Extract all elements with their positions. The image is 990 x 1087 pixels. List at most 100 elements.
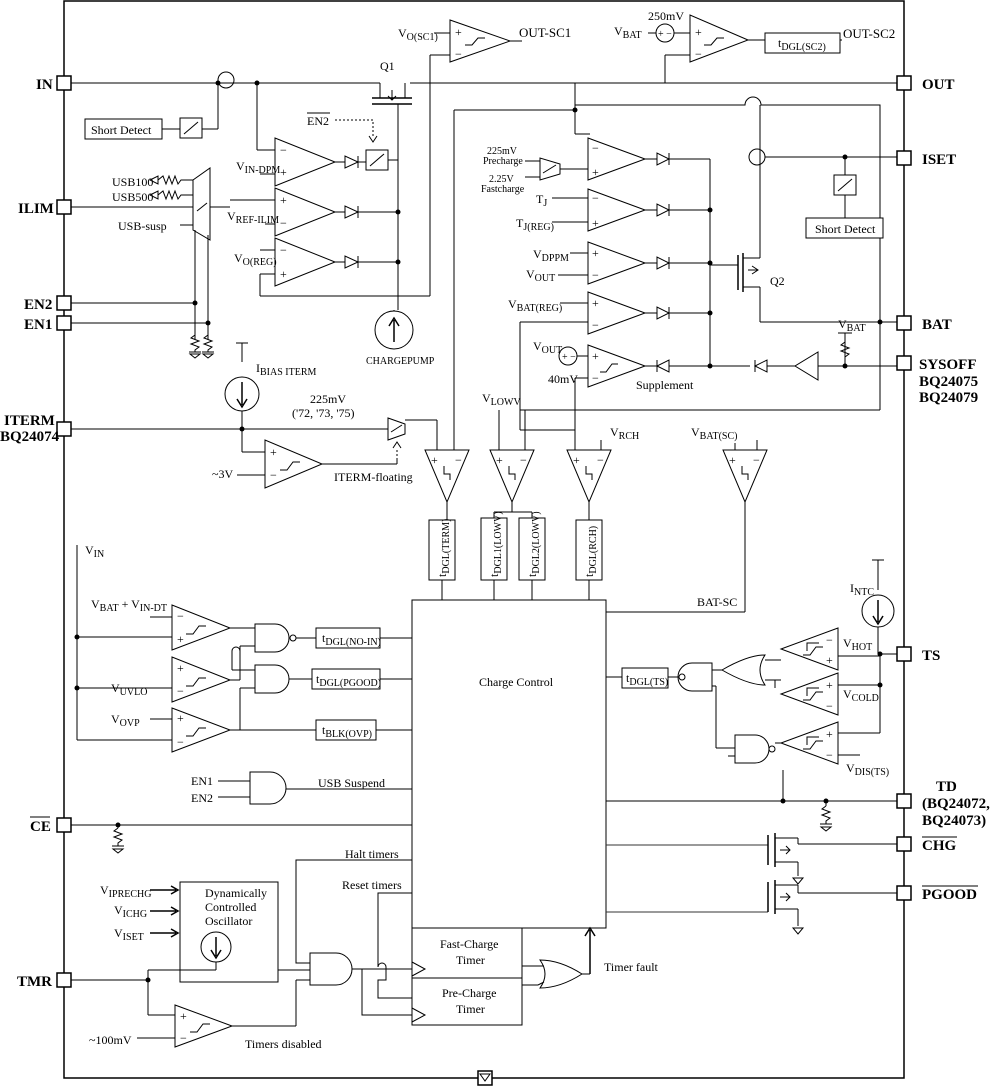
pin-out: OUT xyxy=(896,75,955,93)
amp-supplement: + − VOUT + − 40mV Supplement xyxy=(533,339,750,430)
iterm-floating-label: ITERM-floating xyxy=(334,470,413,484)
svg-text:−: − xyxy=(592,141,599,155)
pin-in: IN xyxy=(36,75,72,93)
short-detect-box-2 xyxy=(805,217,884,239)
vout2-label: VOUT xyxy=(533,339,562,356)
pin-td-part2: BQ24073) xyxy=(922,813,986,829)
oscillator: Dynamically Controlled Oscillator xyxy=(148,881,279,983)
svg-text:−: − xyxy=(520,453,527,467)
chargepump-label: CHARGEPUMP xyxy=(366,356,435,367)
vovp-label: VOVP xyxy=(111,712,140,729)
v100-label: ~100mV xyxy=(89,1033,132,1047)
tdgl-sc2-box xyxy=(764,32,841,54)
and-timer-gate xyxy=(278,952,412,1016)
svg-text:+: + xyxy=(177,711,184,725)
svg-text:−: − xyxy=(826,633,833,647)
svg-text:−: − xyxy=(592,318,599,332)
vbat-top-label: VBAT xyxy=(614,24,642,41)
td-pulldown xyxy=(819,801,833,832)
precharge-225-label: 225mV xyxy=(487,146,518,157)
vrch-label: VRCH xyxy=(610,425,639,442)
pin-chg-label: CHG xyxy=(922,838,957,854)
usb-suspend-label: USB Suspend xyxy=(318,776,385,790)
tdgl1-lowv-box xyxy=(480,517,508,581)
and-dis-ts xyxy=(728,734,781,764)
pin-in-label: IN xyxy=(36,77,53,93)
svg-text:−: − xyxy=(592,191,599,205)
or-timer-fault: Timer fault xyxy=(522,926,659,989)
vuvlo-label: VUVLO xyxy=(111,681,147,698)
vo-reg-label: VO(REG) xyxy=(234,251,277,268)
svg-text:+: + xyxy=(280,193,287,207)
comparator-ovp: + − VOVP xyxy=(111,707,232,753)
svg-text:+: + xyxy=(826,653,833,667)
comparator-bat-sc: + − VBAT(SC) BAT-SC xyxy=(606,425,768,613)
svg-text:+: + xyxy=(592,246,599,260)
tdgl-term-box xyxy=(428,519,456,581)
pin-en1-label: EN1 xyxy=(24,317,52,333)
precharge-word-label: Precharge xyxy=(483,156,523,167)
svg-text:+: + xyxy=(826,727,833,741)
svg-text:+: + xyxy=(177,632,184,646)
fet-pgood xyxy=(606,880,897,935)
pin-iterm-label: ITERM xyxy=(4,413,55,429)
current-sense-iset xyxy=(748,148,766,166)
pin-chg: CHG xyxy=(896,836,957,854)
svg-text:+ −: + − xyxy=(562,352,576,363)
out-sc1-label: OUT-SC1 xyxy=(519,25,571,40)
short-detect-label-1: Short Detect xyxy=(91,123,152,137)
svg-text:−: − xyxy=(280,243,287,257)
vdis-label: VDIS(TS) xyxy=(846,761,889,778)
svg-text:−: − xyxy=(753,453,760,467)
pin-iterm-part: BQ24074 xyxy=(0,429,60,445)
comparator-out-sc2: VBAT 250mV + − + − tDGL(SC2) OUT-SC2 xyxy=(614,9,895,83)
svg-text:+: + xyxy=(496,453,503,467)
comparator-iterm-floating: + − ~3V ITERM-floating xyxy=(212,429,413,489)
svg-text:−: − xyxy=(455,453,462,467)
reset-timers-label: Reset timers xyxy=(342,878,402,892)
bat-sc-label: BAT-SC xyxy=(697,595,737,609)
amp-vref-ilim: + − VREF-ILIM xyxy=(227,187,401,237)
comparator-uvlo: + − VUVLO xyxy=(111,656,232,703)
viprechg-label: VIPRECHG xyxy=(100,883,151,900)
pin-out-label: OUT xyxy=(922,77,955,93)
pin-sysoff-part2: BQ24079 xyxy=(919,390,978,406)
comparator-timers-disabled: + − ~100mV Timers disabled xyxy=(89,979,322,1051)
tdgl-term-label: tDGL(TERM) xyxy=(435,519,452,577)
svg-text:+: + xyxy=(592,165,599,179)
pin-iset-label: ISET xyxy=(922,152,956,168)
svg-text:−: − xyxy=(695,47,702,61)
pre-charge-timer: Pre-Charge Timer xyxy=(411,977,523,1026)
pin-ce: CE xyxy=(30,816,72,835)
svg-text:+: + xyxy=(729,453,736,467)
pin-ts: TS xyxy=(896,646,940,664)
tdgl-pgood-label: tDGL(PGOOD) xyxy=(316,672,381,689)
amp-tj: − + TJ TJ(REG) xyxy=(516,188,713,233)
comparator-out-sc1: + − VO(SC1) OUT-SC1 xyxy=(398,19,571,83)
supplement-label: Supplement xyxy=(636,378,694,392)
vin-label: VIN xyxy=(85,543,104,560)
precharge-fastcharge-mux: 225mV Precharge 2.25V Fastcharge xyxy=(481,146,590,195)
pin-ilim-label: ILIM xyxy=(18,201,54,217)
vlowv-label: VLOWV xyxy=(482,391,521,408)
q1-label: Q1 xyxy=(380,59,395,73)
mv250-label: 250mV xyxy=(648,9,684,23)
pin-iset: ISET xyxy=(896,150,956,168)
comparator-rch: + − VRCH tDGL(RCH) xyxy=(566,425,639,600)
svg-text:+: + xyxy=(270,445,277,459)
pin-td-label: TD xyxy=(936,779,957,795)
ce-pulldown xyxy=(111,825,125,854)
pin-tmr: TMR xyxy=(17,972,72,990)
pre-timer-label2: Timer xyxy=(456,1002,485,1016)
v3-label: ~3V xyxy=(212,467,233,481)
svg-text:+: + xyxy=(431,453,438,467)
svg-text:+: + xyxy=(177,661,184,675)
amp-precharge: − + xyxy=(587,137,710,181)
pin-sysoff: SYSOFF BQ24075 BQ24079 xyxy=(896,355,978,406)
tblk-ovp-label: tBLK(OVP) xyxy=(322,723,372,740)
pin-bat: BAT xyxy=(896,315,952,333)
comparator-no-in: − + xyxy=(150,604,232,651)
osc-line2: Controlled xyxy=(205,900,256,914)
intc-source: INTC xyxy=(850,559,895,654)
comparator-hot: − + VHOT xyxy=(779,627,880,671)
